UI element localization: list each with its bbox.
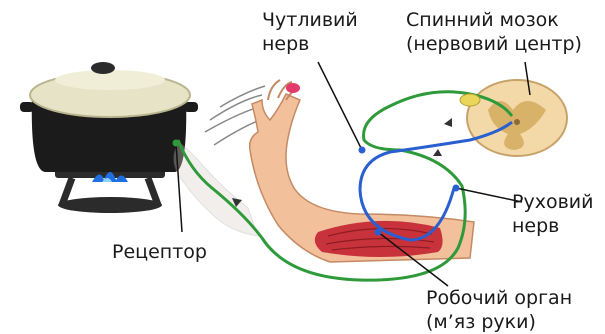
fingertip-burn-spot — [286, 83, 300, 93]
sensory-nerve-line-1: Чутливий — [262, 8, 358, 32]
motor-nerve-line-1: Руховий — [512, 190, 593, 214]
spinal-cord-line-1: Спинний мозок — [406, 8, 582, 32]
label-effector: Робочий орган (м’яз руки) — [426, 286, 572, 334]
sensory-nerve-line-2: нерв — [262, 32, 358, 56]
label-spinal-cord: Спинний мозок (нервовий центр) — [406, 8, 582, 56]
pot-on-stove-illustration — [20, 62, 198, 213]
motor-nerve-line-2: нерв — [512, 214, 593, 238]
label-receptor: Рецептор — [112, 240, 207, 264]
spinal-cord-cross-section — [467, 80, 567, 156]
receptor-text: Рецептор — [112, 240, 207, 264]
effector-line-1: Робочий орган — [426, 286, 572, 310]
spinal-cord-line-2: (нервовий центр) — [406, 32, 582, 56]
label-motor-nerve: Руховий нерв — [512, 190, 593, 238]
label-sensory-nerve: Чутливий нерв — [262, 8, 358, 56]
ganglion — [460, 94, 480, 106]
effector-line-2: (м’яз руки) — [426, 310, 572, 334]
